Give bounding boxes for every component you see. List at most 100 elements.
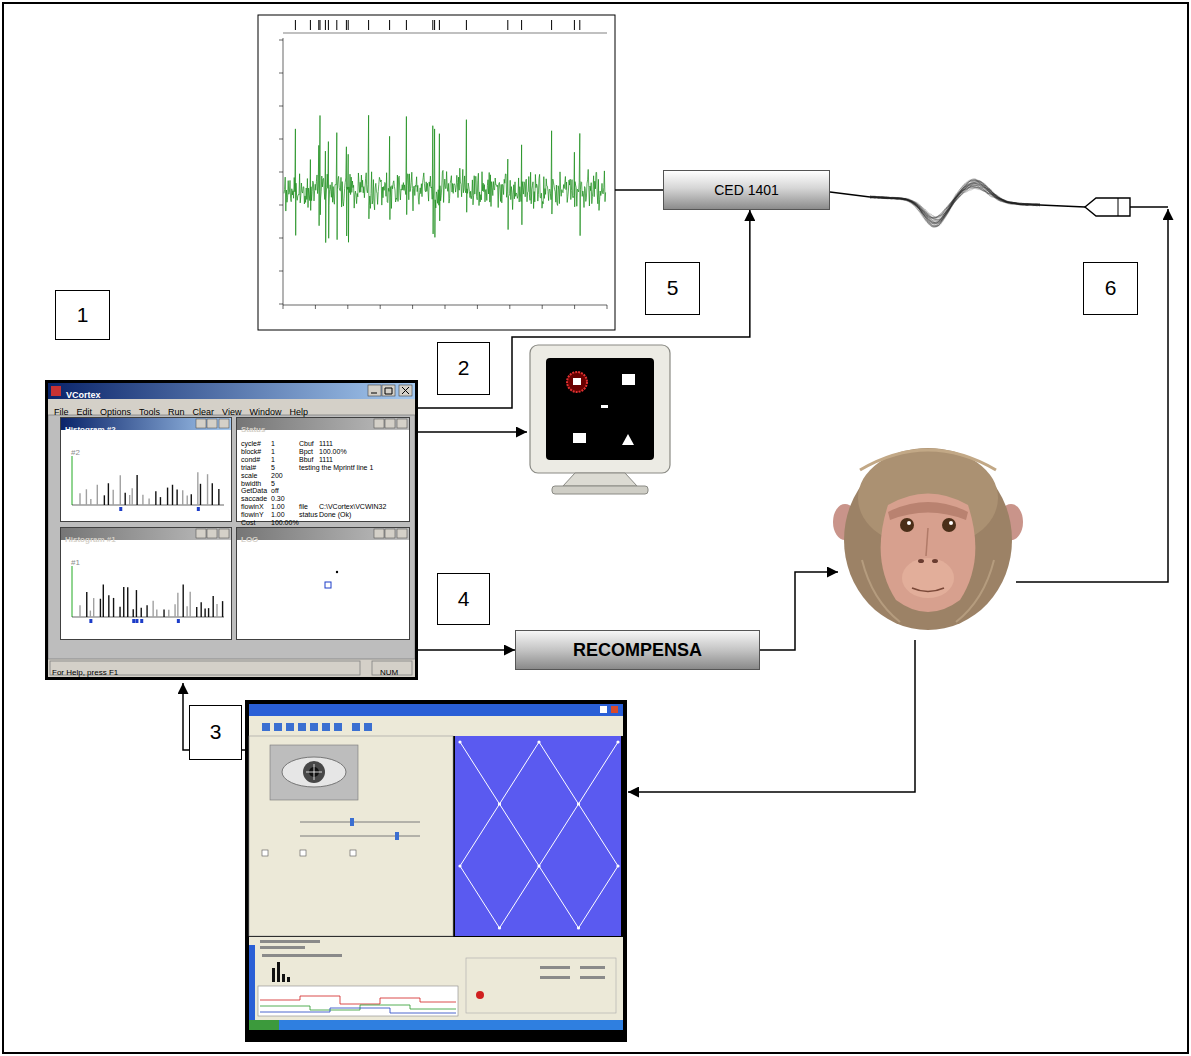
vcortex-screenshot bbox=[132, 619, 135, 623]
vcortex-screenshot bbox=[397, 529, 407, 538]
text-slot: Histogram #2 bbox=[65, 418, 116, 436]
text-slot: Histogram #1 bbox=[65, 528, 116, 546]
eyetracker-screenshot bbox=[249, 1020, 623, 1030]
signal-plot bbox=[574, 20, 575, 30]
vcortex-screenshot bbox=[189, 592, 190, 617]
eyetracker-screenshot bbox=[364, 723, 372, 731]
eyetracker-screenshot bbox=[539, 804, 579, 866]
vcortex-screenshot bbox=[119, 507, 122, 511]
callout-box: 6 bbox=[1083, 262, 1138, 315]
signal-wires bbox=[1040, 205, 1085, 207]
vcortex-screenshot bbox=[142, 495, 143, 505]
eyetracker-screenshot bbox=[262, 850, 356, 856]
vcortex-screenshot bbox=[208, 608, 209, 617]
monkey-picture bbox=[862, 560, 994, 622]
status-field: 1.00 bbox=[271, 511, 285, 518]
signal-plot bbox=[328, 20, 329, 30]
vcortex-screenshot bbox=[374, 529, 384, 538]
callout-box: 2 bbox=[437, 342, 490, 395]
signal-plot bbox=[283, 33, 607, 34]
vcortex-screenshot bbox=[222, 601, 223, 617]
vcortex-screenshot bbox=[368, 385, 412, 396]
eyetracker-screenshot bbox=[500, 866, 540, 928]
signal-plot bbox=[607, 305, 608, 309]
monkey-picture bbox=[942, 518, 956, 532]
status-field: status bbox=[299, 511, 318, 518]
eyetracker-screenshot bbox=[286, 723, 294, 731]
vcortex-screenshot bbox=[93, 598, 94, 617]
vcortex-screenshot bbox=[371, 387, 409, 394]
signal-plot bbox=[406, 20, 407, 30]
vcortex-screenshot bbox=[129, 495, 130, 505]
page-frame bbox=[3, 3, 1188, 1053]
vcortex-screenshot bbox=[385, 529, 395, 538]
signal-plot bbox=[551, 20, 552, 30]
vcortex-screenshot bbox=[200, 484, 201, 505]
vcortex-screenshot bbox=[196, 419, 206, 428]
eyetracker-screenshot bbox=[282, 757, 346, 787]
vcortex-screenshot bbox=[146, 605, 147, 617]
vcortex-screenshot bbox=[48, 415, 415, 659]
vcortex-screenshot bbox=[127, 587, 128, 617]
signal-plot bbox=[368, 20, 369, 30]
connectors bbox=[418, 210, 750, 650]
signal-plot bbox=[389, 20, 390, 30]
vcortex-screenshot bbox=[113, 598, 114, 617]
vcortex-screenshot bbox=[60, 527, 232, 640]
text-slot: C:\VCortex\VCWIN32 bbox=[319, 495, 386, 513]
window-title: Histogram #1 bbox=[65, 535, 116, 544]
vcortex-screenshot bbox=[120, 475, 121, 505]
monkey-picture bbox=[918, 559, 924, 563]
vcortex-screenshot bbox=[200, 602, 201, 617]
vcortex-screenshot bbox=[156, 609, 157, 617]
status-field: 100.00% bbox=[319, 448, 347, 455]
signal-plot bbox=[466, 20, 467, 30]
stimulus-monitor bbox=[622, 374, 635, 385]
text-slot: For Help, press F1 bbox=[52, 661, 118, 679]
flow-arrow bbox=[418, 210, 750, 408]
menu-item: Options bbox=[100, 407, 131, 417]
eyetracker-screenshot bbox=[249, 945, 255, 1020]
text-slot: #2 bbox=[71, 441, 80, 459]
signal-plot bbox=[279, 172, 283, 173]
status-field: 1 bbox=[271, 440, 275, 447]
vcortex-screenshot bbox=[368, 385, 381, 396]
status-field: Cost bbox=[241, 519, 255, 526]
vcortex-screenshot bbox=[72, 505, 224, 506]
vcortex-screenshot bbox=[397, 419, 407, 428]
signal-plot bbox=[283, 38, 284, 305]
spike-waveforms bbox=[870, 180, 1040, 225]
eyetracker-screenshot bbox=[580, 966, 605, 969]
eyetracker-screenshot bbox=[580, 976, 605, 979]
stimulus-monitor bbox=[573, 378, 581, 385]
stimulus-monitor bbox=[622, 434, 634, 445]
signal-plot bbox=[279, 40, 283, 41]
histogram-label: #1 bbox=[71, 558, 80, 567]
vcortex-screenshot bbox=[172, 485, 173, 505]
text-slot: Clear bbox=[193, 401, 215, 419]
signal-plot bbox=[279, 106, 283, 107]
monkey-picture bbox=[949, 521, 953, 525]
vcortex-screenshot bbox=[60, 417, 232, 522]
eyetracker-screenshot bbox=[460, 866, 500, 928]
status-field: off bbox=[271, 487, 279, 494]
vcortex-screenshot bbox=[216, 604, 217, 617]
eyetracker-screenshot bbox=[500, 804, 540, 866]
signal-plot bbox=[347, 305, 348, 309]
menu-item: File bbox=[54, 407, 69, 417]
eyetracker-screenshot bbox=[476, 991, 484, 999]
signal-plot bbox=[380, 305, 381, 309]
vcortex-screenshot bbox=[45, 380, 418, 680]
eyetracker-screenshot bbox=[245, 700, 627, 1042]
vcortex-screenshot bbox=[207, 529, 217, 538]
electrode-symbol bbox=[1085, 198, 1130, 216]
signal-plot bbox=[258, 15, 615, 330]
stimulus-monitor bbox=[530, 345, 670, 473]
vcortex-screenshot bbox=[90, 611, 91, 617]
eyetracker-screenshot bbox=[249, 736, 453, 936]
vcortex-screenshot bbox=[196, 419, 407, 538]
vcortex-screenshot bbox=[196, 607, 197, 617]
eyetracker-screenshot bbox=[260, 996, 456, 1004]
